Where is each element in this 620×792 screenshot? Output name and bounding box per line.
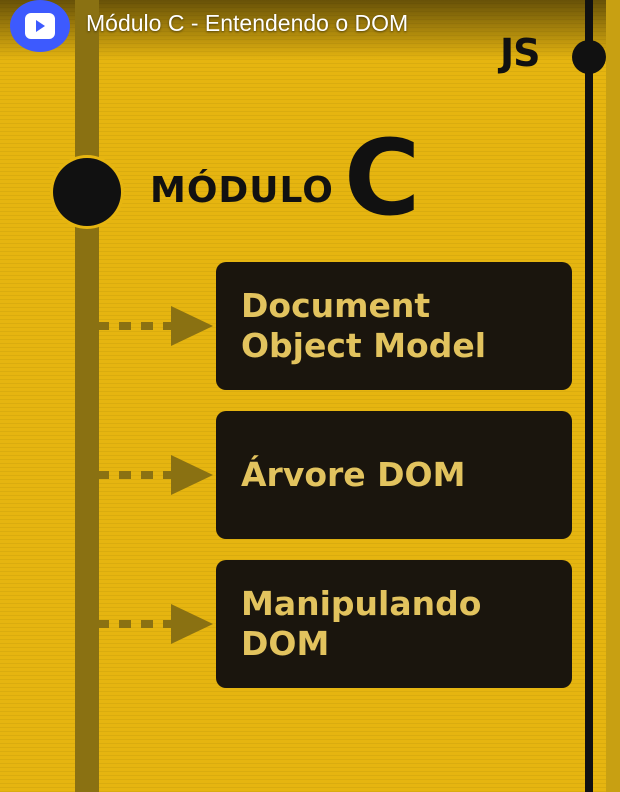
module-node-icon: [53, 158, 121, 226]
title-bar-shade: [0, 0, 620, 60]
topic-card: Manipulando DOM: [216, 560, 572, 688]
topic-line: DOM: [241, 624, 330, 663]
topic-card: Document Object Model: [216, 262, 572, 390]
slide-edge: [606, 0, 620, 792]
channel-logo[interactable]: [10, 0, 70, 52]
module-label: MÓDULO: [150, 170, 334, 211]
module-letter: C: [344, 117, 421, 239]
timeline-rail: [75, 0, 99, 792]
timeline-line-right: [585, 0, 593, 792]
timeline-node-icon: [572, 40, 606, 74]
topic-line: Document: [241, 286, 431, 325]
topic-line: Manipulando: [241, 584, 482, 623]
topic-card: Árvore DOM: [216, 411, 572, 539]
topic-line: Árvore DOM: [241, 455, 466, 494]
topic-line: Object Model: [241, 326, 487, 365]
dotted-arrow-icon: [97, 604, 213, 644]
dotted-arrow-icon: [97, 455, 213, 495]
video-title[interactable]: Módulo C - Entendendo o DOM: [86, 10, 409, 36]
dotted-arrow-icon: [97, 306, 213, 346]
play-icon: [25, 13, 55, 39]
js-badge: JS: [500, 31, 541, 75]
